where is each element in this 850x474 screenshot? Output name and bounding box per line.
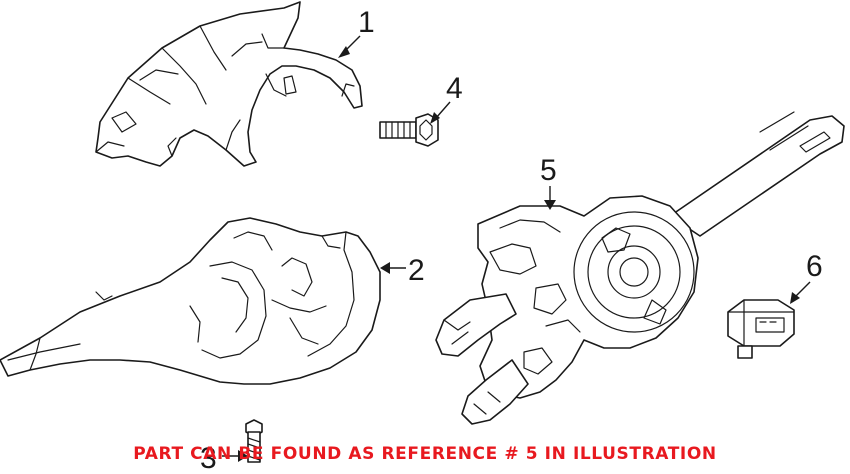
callout-leader-4: [430, 101, 451, 124]
callout-leader-2: [380, 262, 406, 274]
switch-connector-icon: [727, 299, 795, 359]
combination-switch-icon: [435, 111, 845, 425]
reference-note: PART CAN BE FOUND AS REFERENCE # 5 IN IL…: [133, 444, 717, 464]
upper-cover-bolt-icon: [379, 113, 439, 147]
callout-number-2: 2: [408, 254, 425, 287]
callout-leader-5: [544, 186, 556, 210]
callout-leader-3: [222, 450, 248, 462]
lower-steering-column-cover-icon: [0, 217, 381, 385]
upper-steering-column-cover-icon: [95, 1, 363, 167]
lower-cover-screw-icon: [245, 419, 263, 463]
callout-leader-6: [790, 281, 811, 304]
callout-number-4: 4: [446, 72, 463, 105]
callout-leader-1: [338, 35, 361, 58]
callout-number-1: 1: [358, 6, 375, 39]
callout-number-5: 5: [540, 154, 557, 187]
callout-number-6: 6: [806, 250, 823, 283]
callout-number-3: 3: [200, 442, 217, 474]
